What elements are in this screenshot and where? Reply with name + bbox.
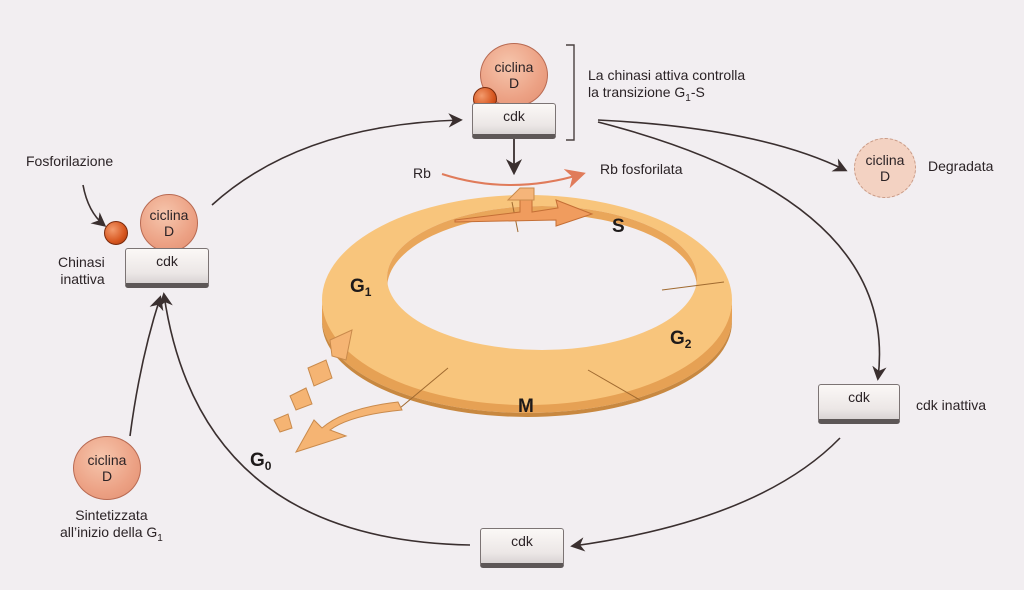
- g0-fragment-2: [307, 359, 333, 387]
- bracket: [566, 44, 575, 141]
- label-chinasi-attiva-line1: La chinasi attiva controlla: [588, 67, 746, 83]
- cyclin-d-inactive: ciclina D: [140, 194, 198, 252]
- phase-g2: G2: [670, 328, 692, 351]
- divider-m-g1: [399, 367, 449, 409]
- cyclin-d-synthesized: ciclina D: [73, 436, 141, 500]
- cyclin-label: ciclina: [87, 452, 127, 468]
- arrow-cdk-inactive-to-free-cdk: [570, 437, 841, 552]
- cyclin-label: ciclina: [865, 152, 905, 168]
- label-fosforilazione: Fosforilazione: [26, 153, 114, 169]
- arrow-phosphorylation: [82, 184, 107, 227]
- label-degradata: Degradata: [928, 158, 994, 174]
- phase-g0: G0: [250, 450, 272, 473]
- label-sintetizzata-line1: Sintetizzata: [75, 507, 148, 523]
- label-rb-fosforilata: Rb fosforilata: [600, 161, 683, 177]
- label-chinasi-inattiva: Chinasi inattiva: [58, 254, 105, 288]
- phase-m: M: [518, 396, 534, 417]
- phosphate-group: [104, 221, 128, 245]
- cdk-inactive-complex: cdk: [125, 248, 209, 288]
- arrow-inactive-to-active: [211, 113, 463, 206]
- divider-s-g2: [661, 281, 725, 291]
- cyclin-d-letter: D: [879, 168, 891, 184]
- cdk-inactive-right: cdk: [818, 384, 900, 424]
- label-chinasi-attiva-line2: la transizione G1-S: [588, 84, 705, 104]
- cdk-active-complex: cdk: [472, 103, 556, 139]
- label-rb: Rb: [413, 165, 431, 181]
- cdk-label: cdk: [503, 108, 525, 124]
- cyclin-d-letter: D: [163, 223, 175, 239]
- ring-top: [322, 194, 732, 406]
- cyclin-d-degraded: ciclina D: [854, 138, 916, 198]
- g0-fragment-4: [273, 413, 293, 433]
- cyclin-label: ciclina: [494, 59, 534, 75]
- arrow-synthesized-to-inactive: [129, 295, 164, 437]
- divider-g2-m: [587, 369, 641, 401]
- label-chinasi-attiva: La chinasi attiva controlla la transizio…: [588, 67, 745, 107]
- arrow-active-to-degraded: [597, 119, 848, 172]
- cyclin-d-letter: D: [101, 468, 113, 484]
- phase-s: S: [612, 216, 625, 237]
- cyclin-d-letter: D: [508, 75, 520, 91]
- label-sintetizzata-line2: all’inizio della G1: [60, 524, 163, 544]
- cdk-label: cdk: [156, 253, 178, 269]
- cdk-label: cdk: [848, 389, 870, 405]
- cyclin-label: ciclina: [149, 207, 189, 223]
- label-sintetizzata: Sintetizzata all’inizio della G1: [60, 507, 163, 547]
- cdk-label: cdk: [511, 533, 533, 549]
- label-cdk-inattiva: cdk inattiva: [916, 397, 987, 413]
- cdk-free-bottom: cdk: [480, 528, 564, 568]
- label-chinasi-line1: Chinasi: [58, 254, 105, 270]
- g0-exit-arrow: [294, 401, 403, 453]
- phase-g1: G1: [350, 276, 372, 299]
- label-chinasi-line2: inattiva: [60, 271, 105, 287]
- arrow-active-to-cdk-inactive: [597, 121, 887, 381]
- s-transition-notch: [506, 187, 535, 201]
- g0-fragment-1: [329, 329, 353, 361]
- rb-arrow: [441, 169, 586, 189]
- arrow-free-cdk-to-inactive: [158, 292, 471, 546]
- g0-fragment-3: [289, 387, 313, 411]
